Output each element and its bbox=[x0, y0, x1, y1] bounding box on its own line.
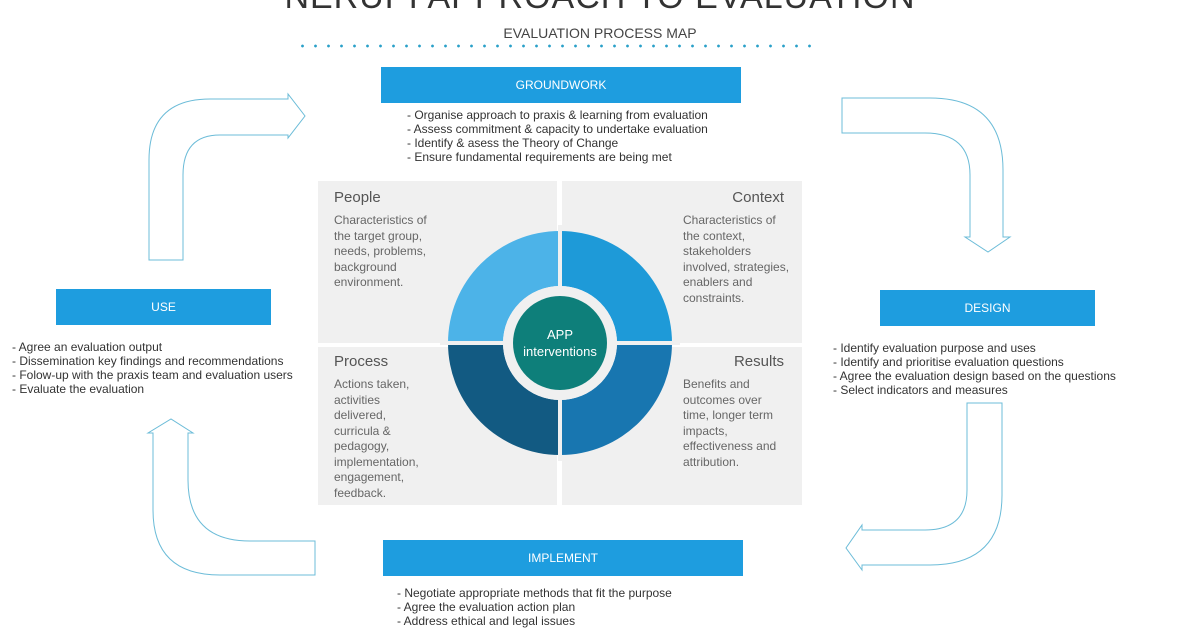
donut-segment-context bbox=[560, 231, 672, 343]
list-item: - Agree the evaluation action plan bbox=[397, 600, 576, 614]
arrow-use-to-groundwork bbox=[148, 92, 306, 261]
stage-design: DESIGN bbox=[880, 290, 1095, 326]
list-item: - Organise approach to praxis & learning… bbox=[407, 108, 708, 122]
arrow-groundwork-to-design bbox=[841, 97, 1012, 253]
center-label-line2: interventions bbox=[523, 344, 597, 359]
quadrant-text: Benefits and outcomes over time, longer … bbox=[683, 377, 777, 469]
center-label-line1: APP bbox=[547, 327, 573, 342]
list-item: - Select indicators and measures bbox=[833, 383, 1008, 397]
design-list: - Identify evaluation purpose and uses -… bbox=[833, 341, 1116, 397]
list-item: - Negotiate appropriate methods that fit… bbox=[397, 586, 672, 600]
page-title: NERUPI APPROACH TO EVALUATION bbox=[0, 0, 1200, 17]
donut-diagram: APP interventions bbox=[440, 225, 680, 461]
dotted-divider bbox=[296, 43, 816, 49]
quadrant-text: Characteristics of the target group, nee… bbox=[334, 213, 427, 289]
donut-segment-results bbox=[560, 343, 672, 455]
use-list: - Agree an evaluation output - Dissemina… bbox=[12, 340, 293, 396]
list-item: - Agree an evaluation output bbox=[12, 340, 163, 354]
implement-list: - Negotiate appropriate methods that fit… bbox=[397, 586, 672, 628]
stage-groundwork: GROUNDWORK bbox=[381, 67, 741, 103]
list-item: - Address ethical and legal issues bbox=[397, 614, 576, 628]
list-item: - Folow-up with the praxis team and eval… bbox=[12, 368, 293, 382]
list-item: - Identify and prioritise evaluation que… bbox=[833, 355, 1064, 369]
list-item: - Identify evaluation purpose and uses bbox=[833, 341, 1036, 355]
stage-use-label: USE bbox=[151, 300, 176, 314]
quadrant-title: Context bbox=[732, 189, 784, 206]
arrow-implement-to-use bbox=[146, 418, 316, 576]
donut-segment-people bbox=[448, 231, 560, 343]
list-item: - Evaluate the evaluation bbox=[12, 382, 145, 396]
list-item: - Assess commitment & capacity to undert… bbox=[407, 122, 708, 136]
quadrant-title: Process bbox=[334, 353, 389, 370]
stage-groundwork-label: GROUNDWORK bbox=[515, 78, 607, 92]
quadrant-text: Characteristics of the context, stakehol… bbox=[683, 213, 790, 305]
arrow-design-to-implement bbox=[845, 402, 1003, 572]
stage-implement: IMPLEMENT bbox=[383, 540, 743, 576]
center-circle bbox=[513, 296, 607, 390]
quadrant-title: People bbox=[334, 189, 381, 206]
quadrant-title: Results bbox=[733, 353, 784, 370]
stage-use: USE bbox=[56, 289, 271, 325]
list-item: - Dissemination key findings and recomme… bbox=[12, 354, 284, 368]
donut-segment-process bbox=[448, 343, 560, 455]
list-item: - Ensure fundamental requirements are be… bbox=[407, 150, 672, 164]
quadrant-text: Actions taken, activities delivered, cur… bbox=[334, 377, 419, 500]
stage-implement-label: IMPLEMENT bbox=[527, 551, 598, 565]
list-item: - Agree the evaluation design based on t… bbox=[833, 369, 1116, 383]
groundwork-list: - Organise approach to praxis & learning… bbox=[407, 108, 708, 164]
page-subtitle: EVALUATION PROCESS MAP bbox=[503, 25, 697, 41]
stage-design-label: DESIGN bbox=[964, 301, 1011, 315]
list-item: - Identify & asess the Theory of Change bbox=[407, 136, 619, 150]
